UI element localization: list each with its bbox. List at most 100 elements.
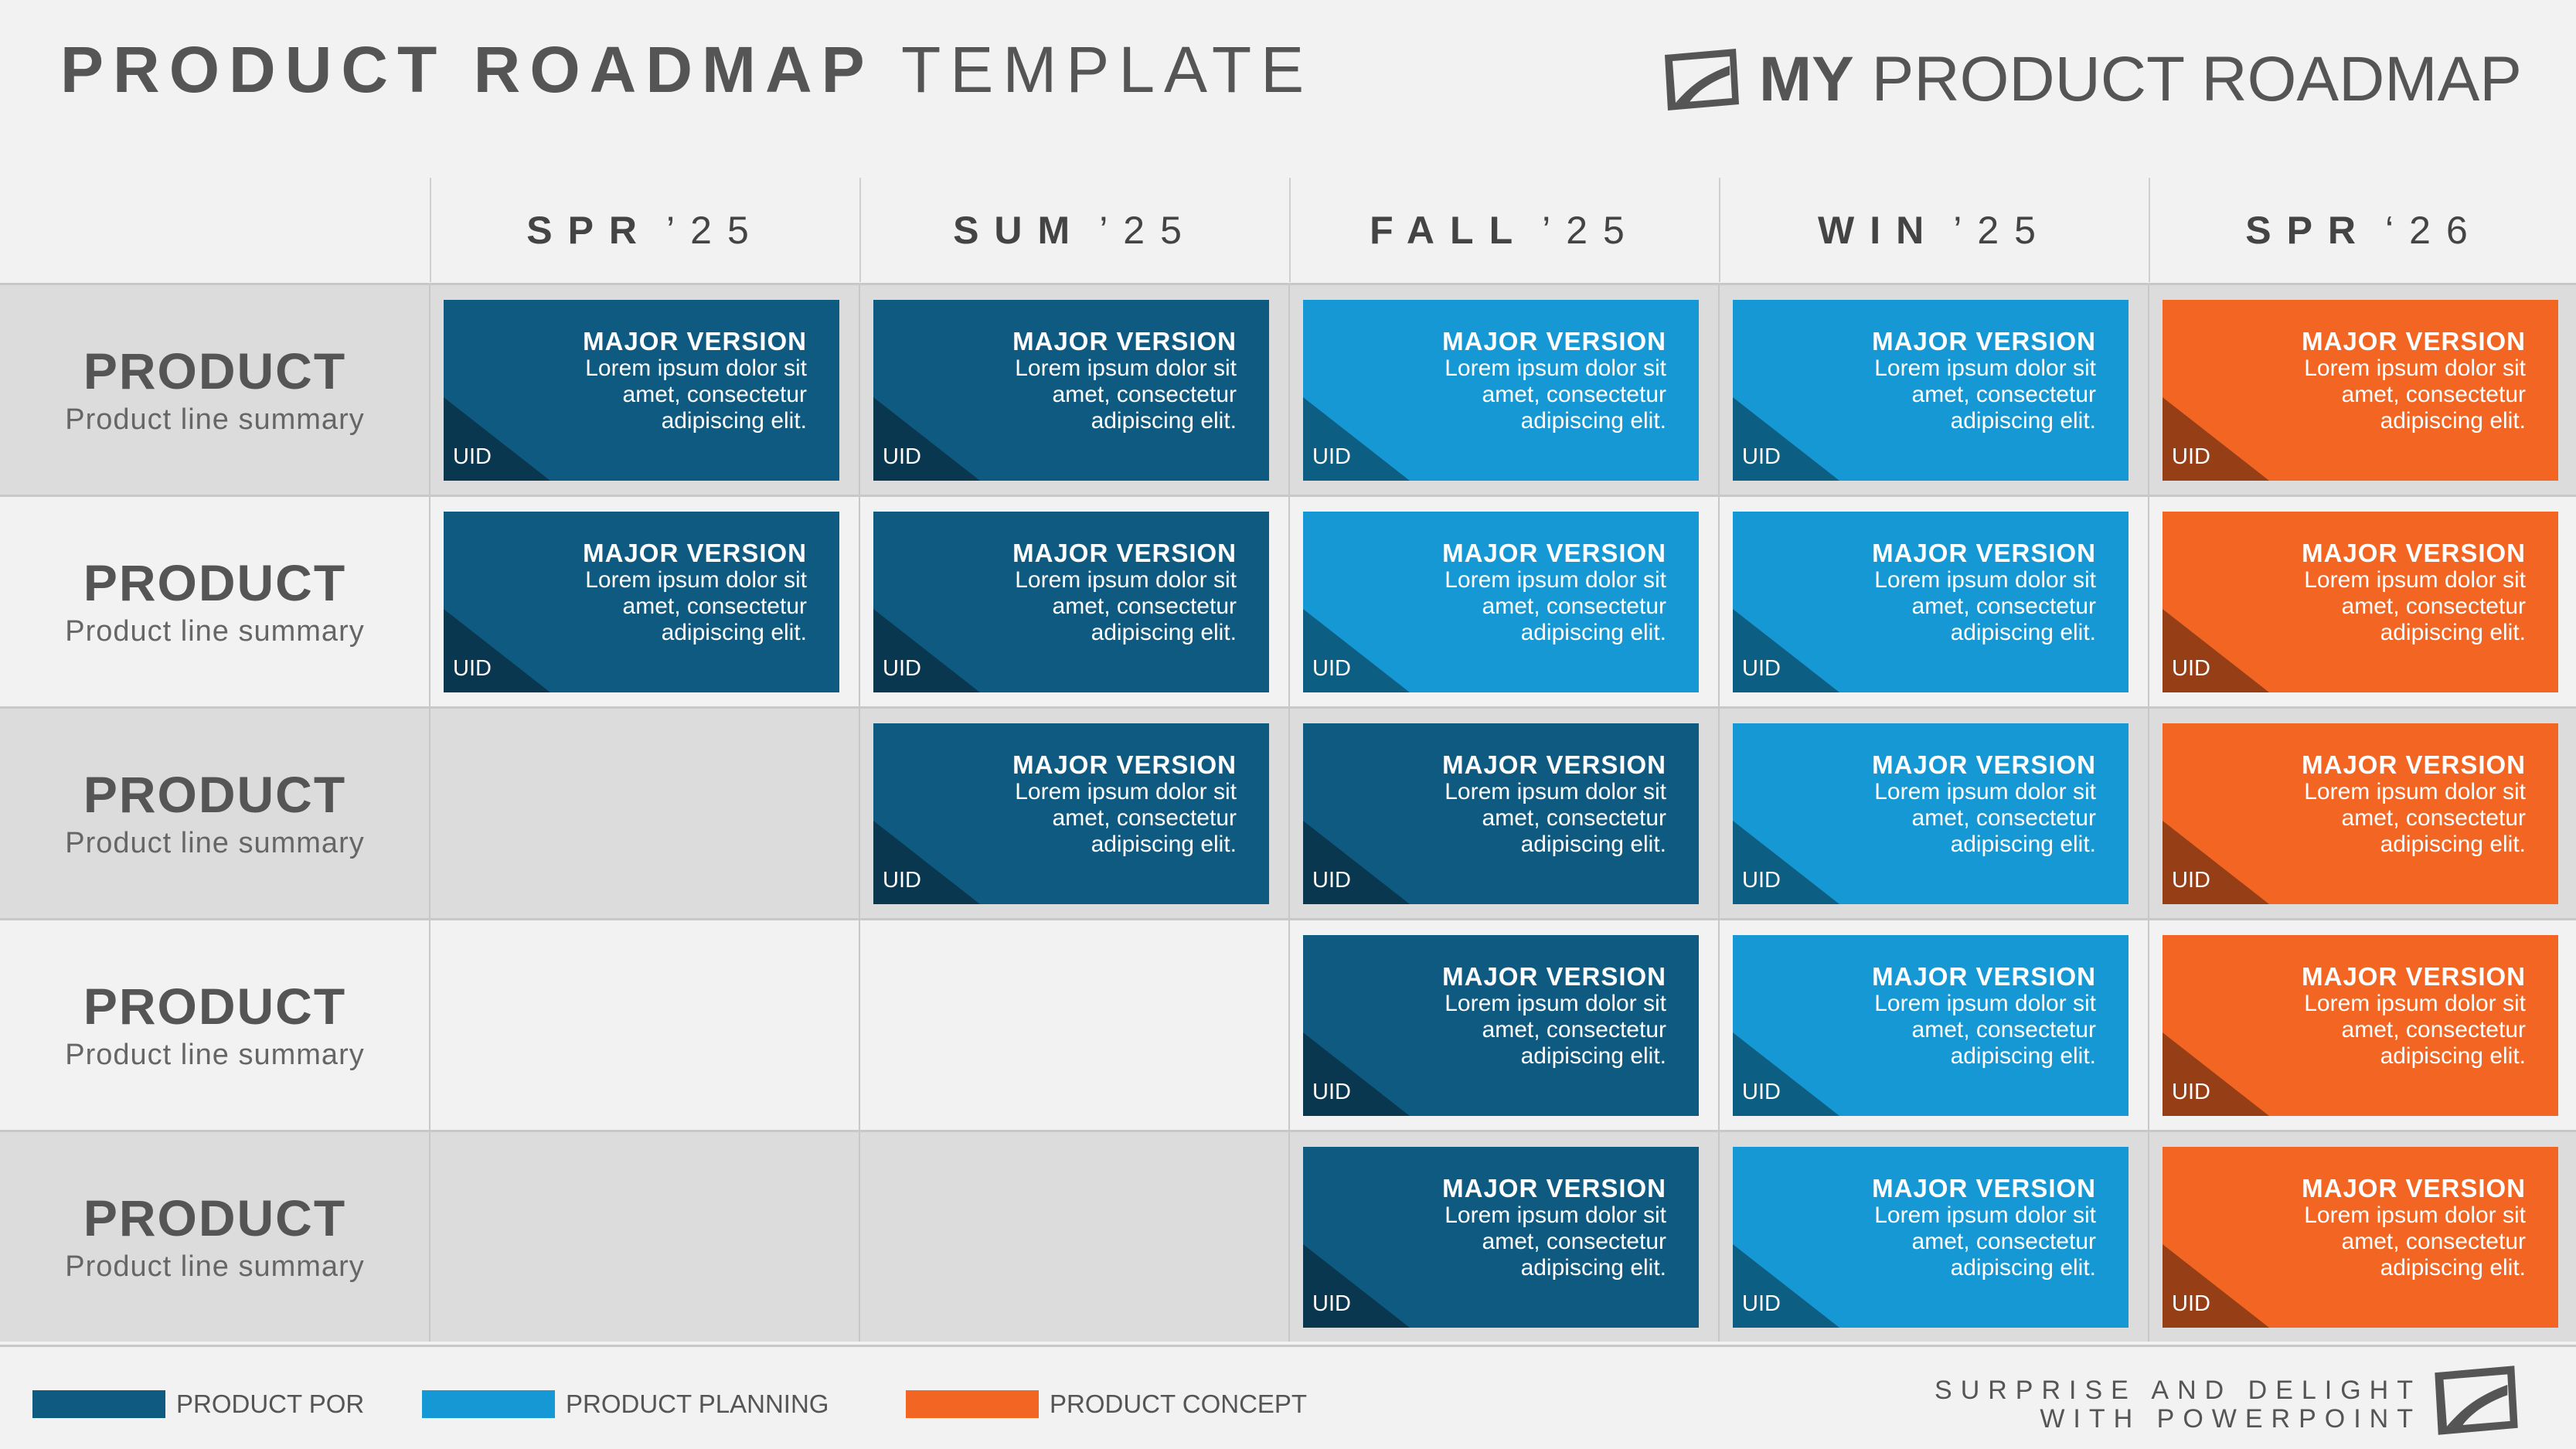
card-description-line: amet, consectetur — [1911, 594, 2096, 619]
legend-label: PRODUCT CONCEPT — [1050, 1389, 1308, 1418]
column-season: WIN — [1818, 208, 1940, 252]
card-corner-wedge — [2163, 821, 2269, 904]
legend-swatch — [422, 1390, 555, 1418]
card-corner-wedge — [2163, 397, 2269, 481]
card-description-line: amet, consectetur — [1911, 382, 2096, 407]
card-description-line: adipiscing elit. — [1520, 620, 1666, 645]
card-corner-wedge — [1303, 609, 1410, 692]
card-uid: UID — [1312, 1291, 1351, 1316]
column-divider — [2148, 1132, 2149, 1342]
column-divider — [859, 709, 860, 918]
card-uid: UID — [1312, 1080, 1351, 1104]
card-corner-wedge — [1303, 1244, 1410, 1328]
page-title: PRODUCT ROADMAP TEMPLATE — [60, 32, 1313, 107]
column-divider — [429, 285, 430, 495]
column-header-2: FALL’25 — [1289, 178, 1719, 282]
column-divider — [1288, 1132, 1290, 1342]
card-description-line: adipiscing elit. — [1950, 1255, 2096, 1281]
card-version: MAJOR VERSION — [1442, 750, 1666, 779]
column-year: ’25 — [666, 208, 764, 252]
card-version: MAJOR VERSION — [2302, 750, 2526, 779]
column-divider — [1288, 920, 1290, 1130]
card-uid: UID — [883, 868, 921, 893]
card-uid: UID — [1742, 1080, 1781, 1104]
card-description-line: amet, consectetur — [1911, 805, 2096, 831]
legend-item-por: PRODUCT POR — [32, 1389, 364, 1419]
card-description-line: adipiscing elit. — [1950, 408, 2096, 434]
column-divider — [1718, 920, 1720, 1130]
card-description-line: adipiscing elit. — [1091, 620, 1237, 645]
card-description-line: amet, consectetur — [1052, 382, 1237, 407]
card-version: MAJOR VERSION — [1872, 750, 2096, 779]
card-version: MAJOR VERSION — [1872, 962, 2096, 991]
title-bold: PRODUCT ROADMAP — [60, 33, 874, 106]
card-version: MAJOR VERSION — [1872, 1174, 2096, 1202]
column-divider — [2148, 285, 2149, 495]
card-uid: UID — [883, 444, 921, 469]
card-version: MAJOR VERSION — [1012, 327, 1237, 355]
column-year: ’25 — [1953, 208, 2051, 252]
column-divider — [429, 1132, 430, 1342]
card-description-line: adipiscing elit. — [1950, 1043, 2096, 1069]
card-corner-wedge — [2163, 1244, 2269, 1328]
card-description-line: amet, consectetur — [2341, 1229, 2526, 1254]
column-divider — [1718, 1132, 1720, 1342]
card-uid: UID — [2172, 444, 2210, 469]
card-description-line: adipiscing elit. — [661, 620, 807, 645]
card-description-line: Lorem ipsum dolor sit — [1874, 567, 2096, 593]
card-corner-wedge — [1733, 397, 1839, 481]
tagline-line1: SURPRISE AND DELIGHT — [1935, 1376, 2421, 1405]
card-corner-wedge — [2163, 609, 2269, 692]
card-version: MAJOR VERSION — [2302, 1174, 2526, 1202]
card-description-line: Lorem ipsum dolor sit — [1015, 355, 1237, 381]
column-divider — [1718, 285, 1720, 495]
legend-label: PRODUCT PLANNING — [566, 1389, 829, 1418]
card-description-line: adipiscing elit. — [1950, 832, 2096, 857]
card-description-line: amet, consectetur — [2341, 1017, 2526, 1043]
card-description-line: Lorem ipsum dolor sit — [2304, 567, 2526, 593]
card-uid: UID — [883, 656, 921, 681]
column-header-3: WIN ’25 — [1719, 178, 2149, 282]
column-header-0: SPR’25 — [430, 178, 859, 282]
card-description-line: adipiscing elit. — [1520, 832, 1666, 857]
card-corner-wedge — [444, 609, 550, 692]
column-year: ‘26 — [2385, 208, 2483, 252]
card-description-line: Lorem ipsum dolor sit — [1874, 355, 2096, 381]
card-uid: UID — [1742, 868, 1781, 893]
card-description-line: Lorem ipsum dolor sit — [1445, 355, 1666, 381]
card-description-line: Lorem ipsum dolor sit — [2304, 1202, 2526, 1228]
product-name: PRODUCT — [83, 342, 347, 400]
card-description-line: adipiscing elit. — [1091, 832, 1237, 857]
column-divider — [859, 920, 860, 1130]
